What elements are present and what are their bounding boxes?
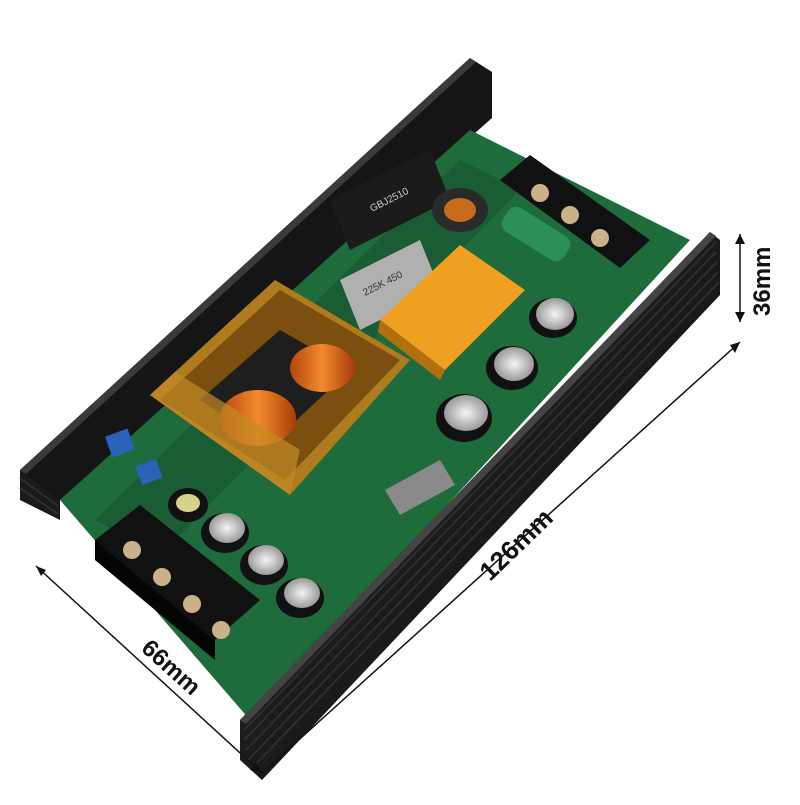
- bridge-rectifier: GBJ2510: [330, 150, 450, 250]
- front-heatsink: [240, 232, 720, 780]
- terminal-screw: [561, 206, 579, 224]
- terminal-screw: [123, 541, 141, 559]
- electrolytic-capacitor: [436, 394, 492, 442]
- length-dimension-line: [261, 341, 741, 774]
- electrolytic-capacitor: [486, 346, 538, 390]
- electrolytic-capacitor: [529, 298, 577, 338]
- trimmer-potentiometer: [104, 428, 163, 486]
- terminal-block-right: [500, 155, 650, 268]
- electrolytic-capacitor: [276, 578, 324, 618]
- terminal-block-left: [95, 505, 260, 660]
- terminal-screw: [531, 184, 549, 202]
- electrolytic-capacitor: [201, 513, 249, 553]
- grey-module: [385, 460, 455, 515]
- terminal-screw: [183, 595, 201, 613]
- terminal-screw: [591, 229, 609, 247]
- width-dimension-line: [35, 565, 263, 774]
- left-heatsink-fins: [19, 470, 60, 520]
- height-label: 36mm: [749, 247, 776, 316]
- dimension-arrowheads: [36, 234, 745, 773]
- small-inductor: [168, 488, 208, 522]
- green-component: [501, 206, 571, 262]
- output-transformer: [378, 245, 525, 380]
- common-mode-choke: [432, 188, 488, 232]
- capacitor-group-output: [436, 298, 577, 442]
- film-capacitor: 225K 450: [340, 240, 440, 330]
- electrolytic-capacitor: [240, 545, 288, 585]
- dimension-lines: [35, 234, 741, 774]
- terminal-screw: [153, 568, 171, 586]
- main-transformer: [150, 280, 410, 495]
- capacitor-group-input: [168, 488, 324, 618]
- terminal-screw: [212, 621, 230, 639]
